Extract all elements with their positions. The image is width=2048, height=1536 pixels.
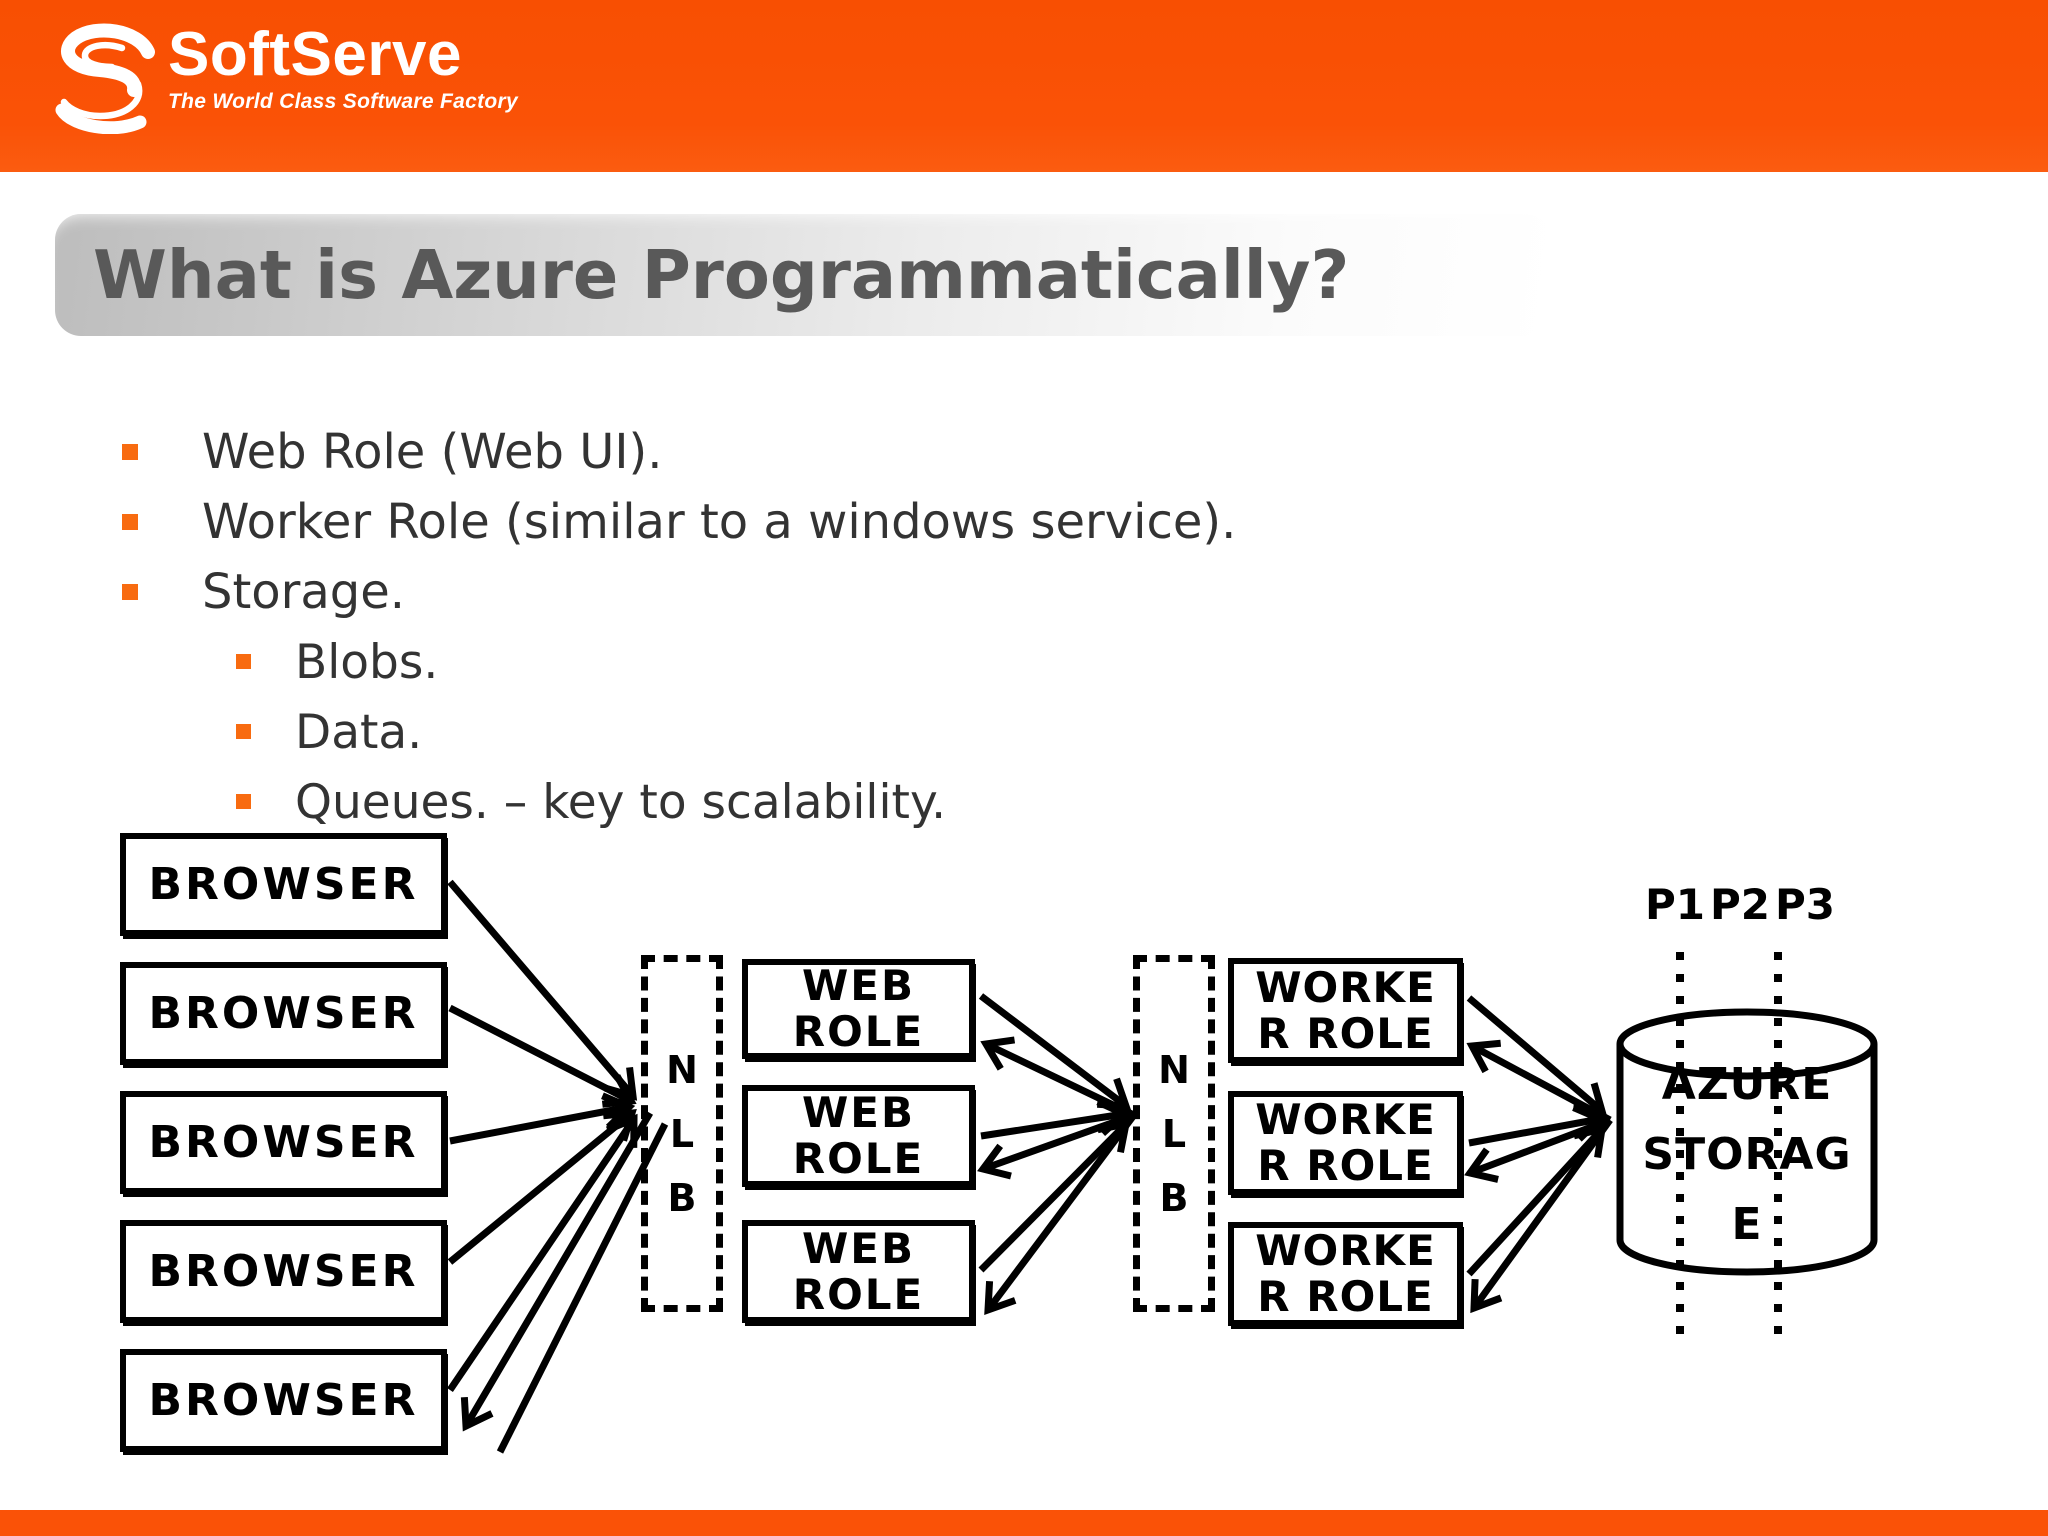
partition-label: P2 — [1709, 880, 1770, 929]
web-role-box: WEB ROLE — [742, 959, 975, 1059]
browser-box: BROWSER — [120, 1220, 447, 1323]
bullet-square-icon — [236, 794, 251, 809]
softserve-logo: SoftServe The World Class Software Facto… — [52, 22, 518, 134]
browser-label: BROWSER — [148, 1117, 419, 1168]
softserve-s-icon — [52, 22, 156, 134]
browser-label: BROWSER — [148, 1375, 419, 1426]
nlb-letter: B — [667, 1175, 697, 1220]
slide-title-box: What is Azure Programmatically? — [55, 214, 1551, 336]
list-item: Storage. — [122, 564, 1622, 621]
list-item-label: Blobs. — [295, 635, 439, 690]
nlb-box: N L B — [641, 955, 723, 1312]
nlb-letter: B — [1159, 1175, 1189, 1220]
list-item: Worker Role (similar to a windows servic… — [122, 494, 1622, 551]
list-item-label: Data. — [295, 705, 423, 760]
partition-label: P3 — [1774, 880, 1835, 929]
worker-role-label: R ROLE — [1257, 1141, 1434, 1190]
web-role-label: ROLE — [792, 1007, 925, 1056]
browser-label: BROWSER — [148, 859, 419, 910]
browser-label: BROWSER — [148, 1246, 419, 1297]
header-band: SoftServe The World Class Software Facto… — [0, 0, 2048, 172]
web-role-label: ROLE — [792, 1134, 925, 1183]
azure-storage-label: AZURE STORAG E — [1630, 1050, 1864, 1260]
browser-label: BROWSER — [148, 988, 419, 1039]
worker-role-label: R ROLE — [1257, 1008, 1434, 1058]
brand-tagline: The World Class Software Factory — [168, 90, 518, 113]
web-role-label: WEB — [801, 1223, 916, 1273]
nlb-letter: L — [1161, 1111, 1187, 1156]
browser-box: BROWSER — [120, 1349, 447, 1452]
bullet-list: Web Role (Web UI). Worker Role (similar … — [122, 424, 1622, 844]
list-item-label: Storage. — [202, 564, 406, 620]
footer-band — [0, 1510, 2048, 1536]
storage-label-line: AZURE — [1661, 1059, 1833, 1110]
list-subitem: Data. — [236, 704, 1622, 761]
worker-role-label: WORKE — [1255, 1226, 1436, 1275]
web-role-box: WEB ROLE — [742, 1220, 975, 1323]
browser-box: BROWSER — [120, 962, 447, 1065]
list-item-label: Queues. – key to scalability. — [295, 775, 947, 830]
storage-label-line: E — [1731, 1199, 1763, 1250]
worker-role-box: WORKE R ROLE — [1228, 1091, 1463, 1195]
nlb-letter: L — [669, 1111, 695, 1156]
web-role-label: ROLE — [792, 1269, 925, 1319]
browser-box: BROWSER — [120, 1091, 447, 1194]
brand-name: SoftServe — [168, 20, 462, 89]
worker-role-box: WORKE R ROLE — [1228, 1222, 1463, 1326]
web-role-label: WEB — [801, 1088, 916, 1137]
bullet-square-icon — [236, 724, 251, 739]
list-item-label: Worker Role (similar to a windows servic… — [202, 494, 1237, 550]
list-subitem: Blobs. — [236, 634, 1622, 691]
bullet-square-icon — [236, 654, 251, 669]
bullet-square-icon — [122, 444, 138, 460]
web-role-box: WEB ROLE — [742, 1085, 975, 1187]
nlb-letter: N — [1158, 1047, 1190, 1092]
list-item: Web Role (Web UI). — [122, 424, 1622, 481]
worker-role-label: WORKE — [1255, 1095, 1436, 1144]
nlb-box: N L B — [1133, 955, 1215, 1312]
nlb-letter: N — [666, 1047, 698, 1092]
bullet-square-icon — [122, 514, 138, 530]
storage-label-line: STORAG — [1642, 1129, 1852, 1180]
logo-text-block: SoftServe The World Class Software Facto… — [168, 22, 518, 114]
worker-role-box: WORKE R ROLE — [1228, 958, 1463, 1063]
bullet-square-icon — [122, 584, 138, 600]
list-item-label: Web Role (Web UI). — [202, 424, 663, 480]
browser-box: BROWSER — [120, 833, 447, 936]
worker-role-label: R ROLE — [1257, 1272, 1434, 1321]
web-role-label: WEB — [801, 961, 916, 1010]
partition-labels: P1 P2 P3 — [1645, 880, 1835, 929]
list-subitem: Queues. – key to scalability. — [236, 774, 1622, 831]
page-title: What is Azure Programmatically? — [93, 236, 1350, 314]
worker-role-label: WORKE — [1255, 962, 1436, 1012]
partition-label: P1 — [1645, 880, 1706, 929]
